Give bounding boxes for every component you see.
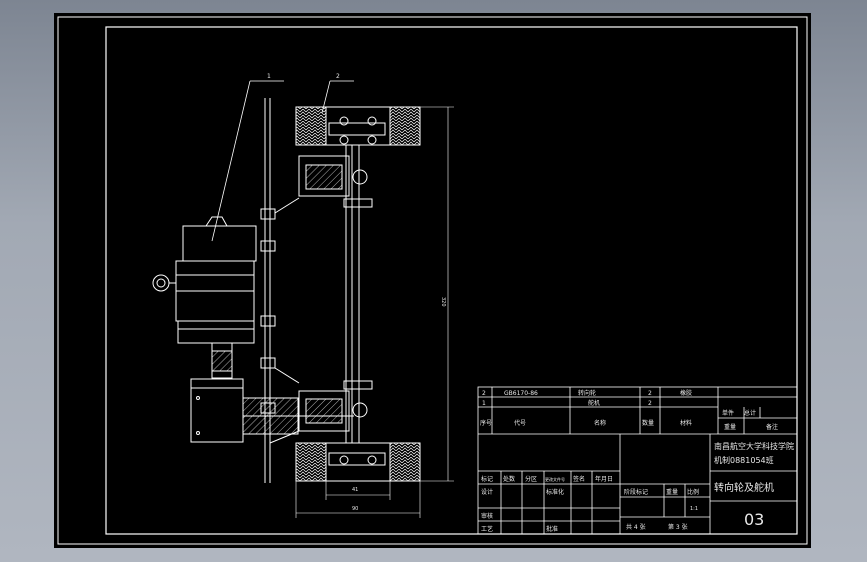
- dimension-lines: [295, 106, 454, 518]
- label-mark: 标记: [481, 475, 493, 483]
- label-review: 审核: [481, 512, 493, 520]
- part-1-qty: 2: [648, 400, 652, 407]
- label-design: 设计: [481, 488, 493, 496]
- label-date: 年月日: [595, 475, 613, 483]
- school-name: 南昌航空大学科技学院: [714, 441, 794, 451]
- header-qty: 数量: [642, 419, 654, 427]
- dimension-inner-width: 41: [352, 487, 358, 493]
- header-seq: 序号: [480, 419, 492, 427]
- header-code: 代号: [514, 419, 526, 427]
- dimension-outer-width: 90: [352, 506, 358, 512]
- leaders: [211, 80, 354, 242]
- header-weight: 重量: [724, 423, 736, 431]
- label-zone: 分区: [525, 475, 537, 483]
- part-2-code: GB6170-86: [504, 390, 538, 397]
- drawing-name: 转向轮及舵机: [714, 481, 774, 494]
- dimension-height: 320: [440, 297, 446, 307]
- header-remarks: 备注: [766, 423, 778, 431]
- header-name: 名称: [594, 419, 606, 427]
- header-material: 材料: [680, 419, 692, 427]
- label-count: 处数: [503, 475, 515, 483]
- part-1-seq: 1: [482, 400, 486, 407]
- balloon-1: 1: [267, 73, 271, 80]
- label-change-doc: 更改文件号: [545, 476, 565, 482]
- header-unit-weight: 单件: [722, 409, 734, 417]
- outer-frame: [57, 16, 808, 545]
- cad-viewport: 1 2 320 41 90: [54, 13, 811, 548]
- balloon-2: 2: [336, 73, 340, 80]
- label-weight: 重量: [666, 488, 678, 496]
- scale-ratio: 1:1: [690, 506, 698, 512]
- wheel-assembly: [295, 106, 421, 482]
- label-standardize: 标准化: [546, 488, 564, 496]
- sheet-index: 第 3 张: [668, 523, 688, 531]
- label-stage-mark: 阶段标记: [624, 488, 648, 496]
- label-ratio: 比例: [687, 488, 699, 496]
- title-block: [477, 386, 798, 535]
- part-2-name: 转向轮: [578, 389, 596, 397]
- part-1-name: 舵机: [588, 399, 600, 407]
- label-process: 工艺: [481, 525, 493, 533]
- class-name: 机制0881054班: [714, 455, 774, 465]
- sheet-count: 共 4 张: [626, 523, 646, 531]
- servo-assembly: [152, 98, 354, 483]
- label-signature: 签名: [573, 475, 585, 483]
- part-2-seq: 2: [482, 390, 486, 397]
- inner-frame: [105, 26, 798, 535]
- engineering-drawing: 1 2 320 41 90: [57, 16, 808, 545]
- part-2-qty: 2: [648, 390, 652, 397]
- part-2-material: 橡胶: [680, 389, 692, 397]
- label-approve: 批准: [546, 525, 558, 533]
- sheet-number: 03: [744, 510, 764, 529]
- header-total-weight: 总计: [744, 409, 756, 417]
